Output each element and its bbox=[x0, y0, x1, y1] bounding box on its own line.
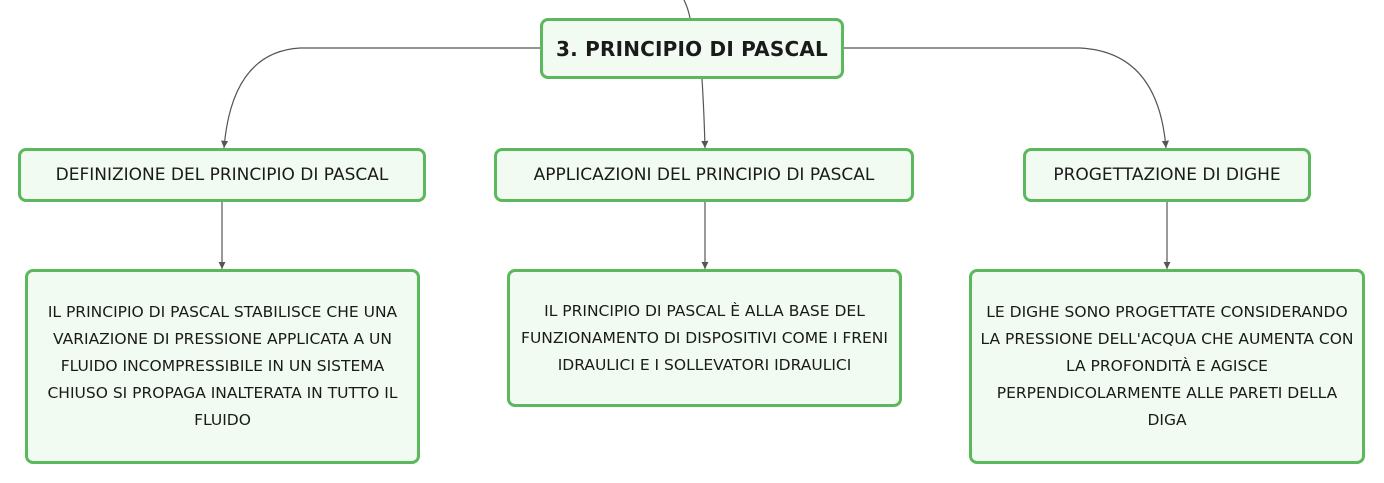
detail-node-applicazioni[interactable]: IL PRINCIPIO DI PASCAL È ALLA BASE DEL F… bbox=[507, 269, 902, 407]
incoming-connector bbox=[683, 0, 691, 19]
topic-node-definizione[interactable]: DEFINIZIONE DEL PRINCIPIO DI PASCAL bbox=[18, 148, 426, 202]
root-node-label: 3. PRINCIPIO DI PASCAL bbox=[556, 36, 828, 61]
topic-node-label: APPLICAZIONI DEL PRINCIPIO DI PASCAL bbox=[533, 165, 875, 185]
detail-node-text: IL PRINCIPIO DI PASCAL È ALLA BASE DEL F… bbox=[521, 301, 888, 374]
detail-node-definizione[interactable]: IL PRINCIPIO DI PASCAL STABILISCE CHE UN… bbox=[25, 269, 420, 464]
root-node[interactable]: 3. PRINCIPIO DI PASCAL bbox=[540, 18, 844, 79]
detail-node-text: LE DIGHE SONO PROGETTATE CONSIDERANDO LA… bbox=[980, 303, 1354, 429]
detail-node-dighe[interactable]: LE DIGHE SONO PROGETTATE CONSIDERANDO LA… bbox=[969, 269, 1365, 464]
topic-node-label: DEFINIZIONE DEL PRINCIPIO DI PASCAL bbox=[55, 165, 389, 185]
topic-node-label: PROGETTAZIONE DI DIGHE bbox=[1053, 165, 1281, 185]
topic-node-dighe[interactable]: PROGETTAZIONE DI DIGHE bbox=[1023, 148, 1311, 202]
topic-node-applicazioni[interactable]: APPLICAZIONI DEL PRINCIPIO DI PASCAL bbox=[494, 148, 914, 202]
connector-root-topic2 bbox=[701, 78, 709, 149]
connector-root-topic3 bbox=[844, 47, 1169, 149]
detail-node-text: IL PRINCIPIO DI PASCAL STABILISCE CHE UN… bbox=[47, 303, 398, 429]
connector-root-topic1 bbox=[221, 47, 540, 149]
